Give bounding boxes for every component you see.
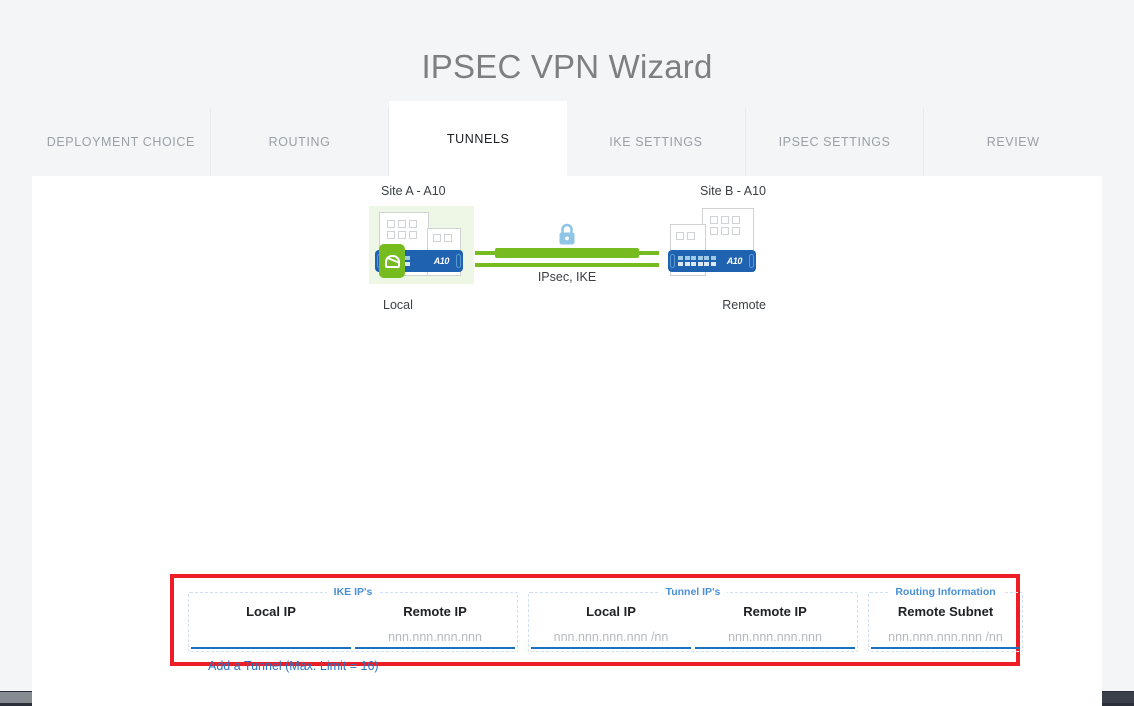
remote-endpoint-label: Remote [722, 298, 766, 312]
remote-subnet-column: Remote Subnet [869, 598, 1022, 649]
vent [691, 262, 696, 266]
routing-information-legend: Routing Information [895, 586, 996, 598]
tab-ipsec-settings[interactable]: IPSEC SETTINGS [745, 108, 925, 176]
window [732, 227, 740, 235]
tab-review[interactable]: REVIEW [924, 108, 1103, 176]
tunnel-table-highlight-region: IKE IP's Local IP Remote IP [170, 574, 1023, 666]
column-header: Remote IP [743, 604, 807, 619]
window [398, 231, 406, 239]
ike-remote-ip-input[interactable] [355, 626, 515, 649]
site-a-title: Site A - A10 [381, 184, 446, 198]
ike-remote-ip-column: Remote IP [353, 598, 517, 649]
building-windows-secondary [676, 232, 695, 240]
column-header: Remote IP [403, 604, 467, 619]
local-endpoint-label: Local [383, 298, 413, 312]
window [387, 220, 395, 228]
tunnel-ips-group: Tunnel IP's Local IP Remote IP [528, 586, 858, 652]
ike-ips-legend: IKE IP's [333, 586, 373, 598]
page-title: IPSEC VPN Wizard [421, 48, 713, 86]
window [444, 234, 452, 242]
tunnel-link-line-bottom [475, 263, 659, 267]
vent [404, 256, 410, 260]
tab-ike-settings[interactable]: IKE SETTINGS [567, 108, 746, 176]
window [398, 220, 406, 228]
column-header: Local IP [586, 604, 636, 619]
window [710, 216, 718, 224]
a10-appliance-local: A10 [375, 244, 463, 278]
a10-logo-mark: A10 [726, 256, 743, 266]
a10-appliance-remote: A10 [668, 250, 756, 272]
site-a-graphic: A10 [369, 206, 474, 284]
panel-right-gutter [1102, 108, 1134, 691]
rack-ear-icon [670, 254, 675, 268]
building-windows [387, 220, 417, 239]
tab-label: IPSEC SETTINGS [778, 135, 891, 149]
network-diagram: Site A - A10 Site B - A10 [367, 176, 767, 344]
window [721, 227, 729, 235]
window [687, 232, 695, 240]
tab-label: TUNNELS [446, 132, 510, 146]
vent [710, 262, 716, 266]
vent [691, 256, 696, 260]
window [721, 216, 729, 224]
vent [678, 256, 683, 260]
tunnel-ips-legend: Tunnel IP's [665, 586, 721, 598]
vent-grid [678, 256, 716, 266]
vent [678, 262, 683, 266]
ike-local-ip-column: Local IP [189, 598, 353, 649]
vent [704, 262, 709, 266]
window [676, 232, 684, 240]
tab-label: DEPLOYMENT CHOICE [46, 135, 195, 149]
rack-ear-icon [749, 254, 754, 268]
a10-logo-mark: A10 [433, 256, 450, 266]
column-header: Remote Subnet [897, 604, 994, 619]
tab-deployment-choice[interactable]: DEPLOYMENT CHOICE [32, 108, 211, 176]
routing-information-group: Routing Information Remote Subnet [868, 586, 1023, 652]
ike-local-ip-input[interactable] [191, 626, 351, 649]
window [387, 231, 395, 239]
rack-ear-icon [456, 254, 461, 268]
tunnel-local-ip-column: Local IP [529, 598, 693, 649]
tab-label: IKE SETTINGS [609, 135, 703, 149]
tab-tunnels[interactable]: TUNNELS [389, 102, 568, 176]
window [710, 227, 718, 235]
building-windows-secondary [433, 234, 452, 242]
wizard-tabstrip: DEPLOYMENT CHOICE ROUTING TUNNELS IKE SE… [32, 102, 1103, 176]
tunnel-field-groups: IKE IP's Local IP Remote IP [188, 586, 1023, 652]
tunnel-remote-ip-input[interactable] [695, 626, 855, 649]
remote-subnet-input[interactable] [871, 626, 1020, 649]
vent [704, 256, 709, 260]
tunnels-panel: Site A - A10 Site B - A10 [32, 176, 1102, 706]
vent [697, 256, 703, 260]
tunnel-local-ip-input[interactable] [531, 626, 691, 649]
tunnel-link-caption: IPsec, IKE [537, 270, 597, 284]
ike-ips-group: IKE IP's Local IP Remote IP [188, 586, 518, 652]
vent [684, 256, 690, 260]
window [409, 220, 417, 228]
column-header: Local IP [246, 604, 296, 619]
panel-left-gutter [0, 108, 32, 691]
padlock-icon [556, 222, 578, 253]
building-windows [710, 216, 740, 235]
add-tunnel-link[interactable]: Add a Tunnel (Max. Limit = 16) [208, 659, 379, 673]
tunnel-remote-ip-column: Remote IP [693, 598, 857, 649]
tab-routing[interactable]: ROUTING [210, 108, 390, 176]
window [409, 231, 417, 239]
wizard-container: DEPLOYMENT CHOICE ROUTING TUNNELS IKE SE… [32, 102, 1103, 706]
badge-glyph-icon [384, 254, 400, 268]
site-b-title: Site B - A10 [699, 184, 766, 198]
vpn-gateway-badge-icon [379, 244, 405, 278]
vent [404, 262, 410, 266]
window [732, 216, 740, 224]
tab-label: ROUTING [268, 135, 331, 149]
vent [710, 256, 716, 260]
vent [684, 262, 690, 266]
site-b-graphic: A10 [662, 206, 767, 284]
window [433, 234, 441, 242]
tunnel-link-core [495, 248, 639, 258]
vent [697, 262, 703, 266]
tab-label: REVIEW [986, 135, 1040, 149]
